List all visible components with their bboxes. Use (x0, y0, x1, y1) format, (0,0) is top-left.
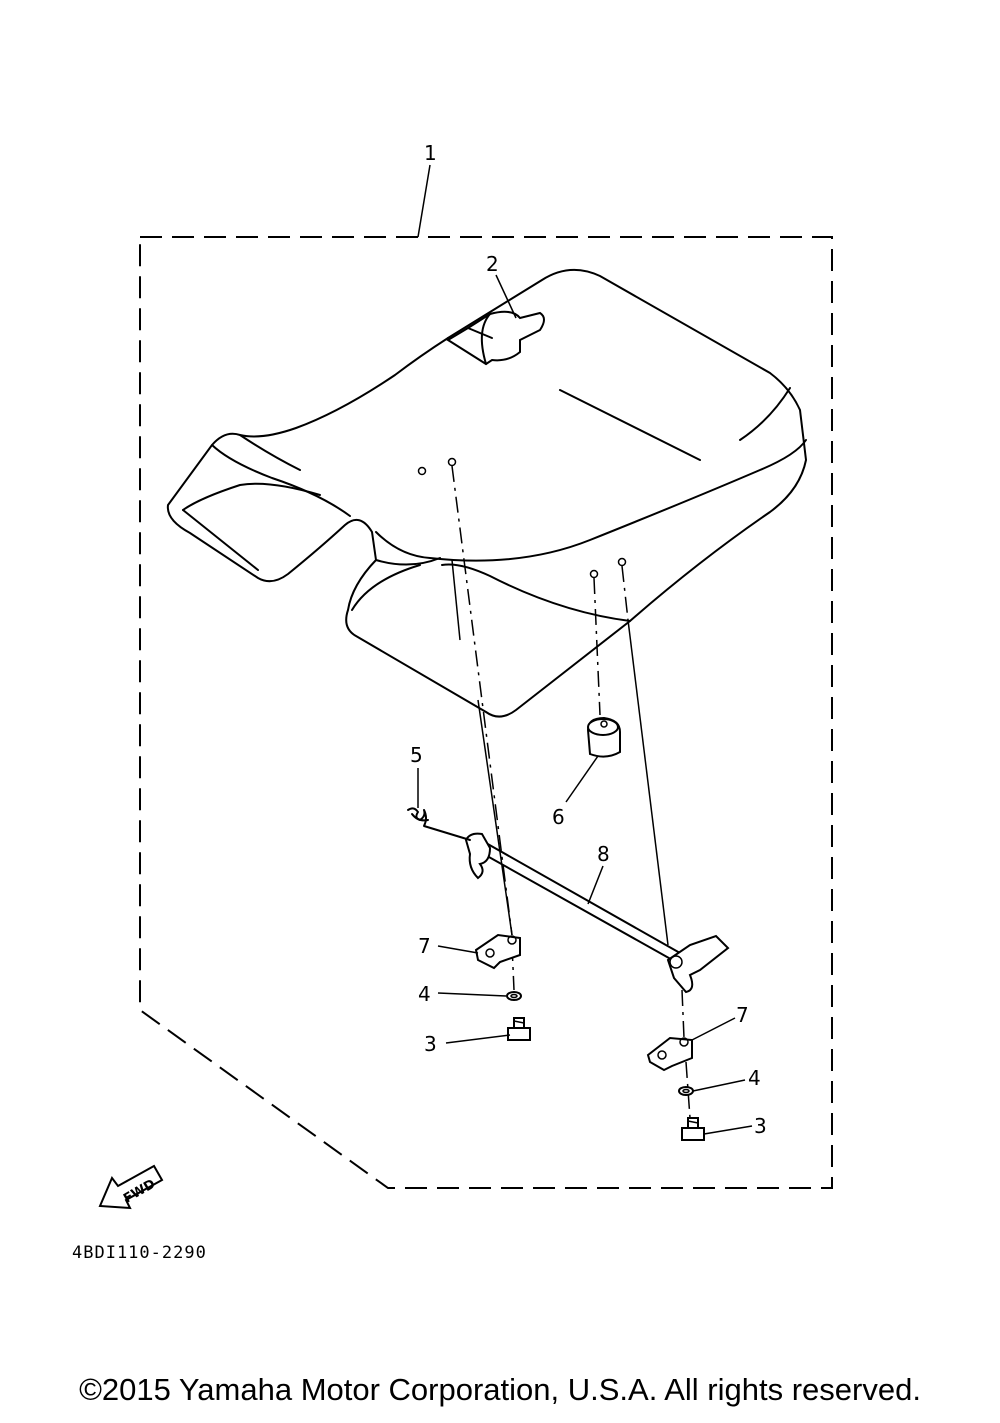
callout-8: 8 (597, 842, 610, 866)
callout-4-right: 4 (748, 1066, 761, 1090)
callout-6: 6 (552, 805, 565, 829)
holder-part-right (646, 1036, 693, 1072)
callout-5: 5 (410, 743, 423, 767)
holder-part-left (474, 933, 521, 970)
callout-3-right: 3 (754, 1114, 767, 1138)
spring-part (407, 807, 471, 841)
fwd-arrow-icon: FWD (98, 1164, 164, 1210)
callout-3-left: 3 (424, 1032, 437, 1056)
callout-2: 2 (486, 252, 499, 276)
copyright-notice: ©2015 Yamaha Motor Corporation, U.S.A. A… (79, 1372, 921, 1407)
damper-part (586, 716, 621, 758)
bolt-parts (507, 1017, 705, 1141)
callout-7-right: 7 (736, 1003, 749, 1027)
leader-lines (417, 164, 753, 1135)
callout-1: 1 (424, 141, 437, 165)
assembly-boundary (139, 236, 833, 1189)
drawing-code: 4BDI110-2290 (72, 1243, 207, 1263)
callout-labels: 1 2 5 6 8 7 4 3 7 4 3 (410, 141, 767, 1138)
strap-part (446, 310, 545, 366)
washer-parts (506, 991, 694, 1096)
callout-4-left: 4 (418, 982, 431, 1006)
alignment-lines (451, 465, 691, 1119)
callout-7-left: 7 (418, 934, 431, 958)
lock-rod-part (464, 832, 730, 994)
